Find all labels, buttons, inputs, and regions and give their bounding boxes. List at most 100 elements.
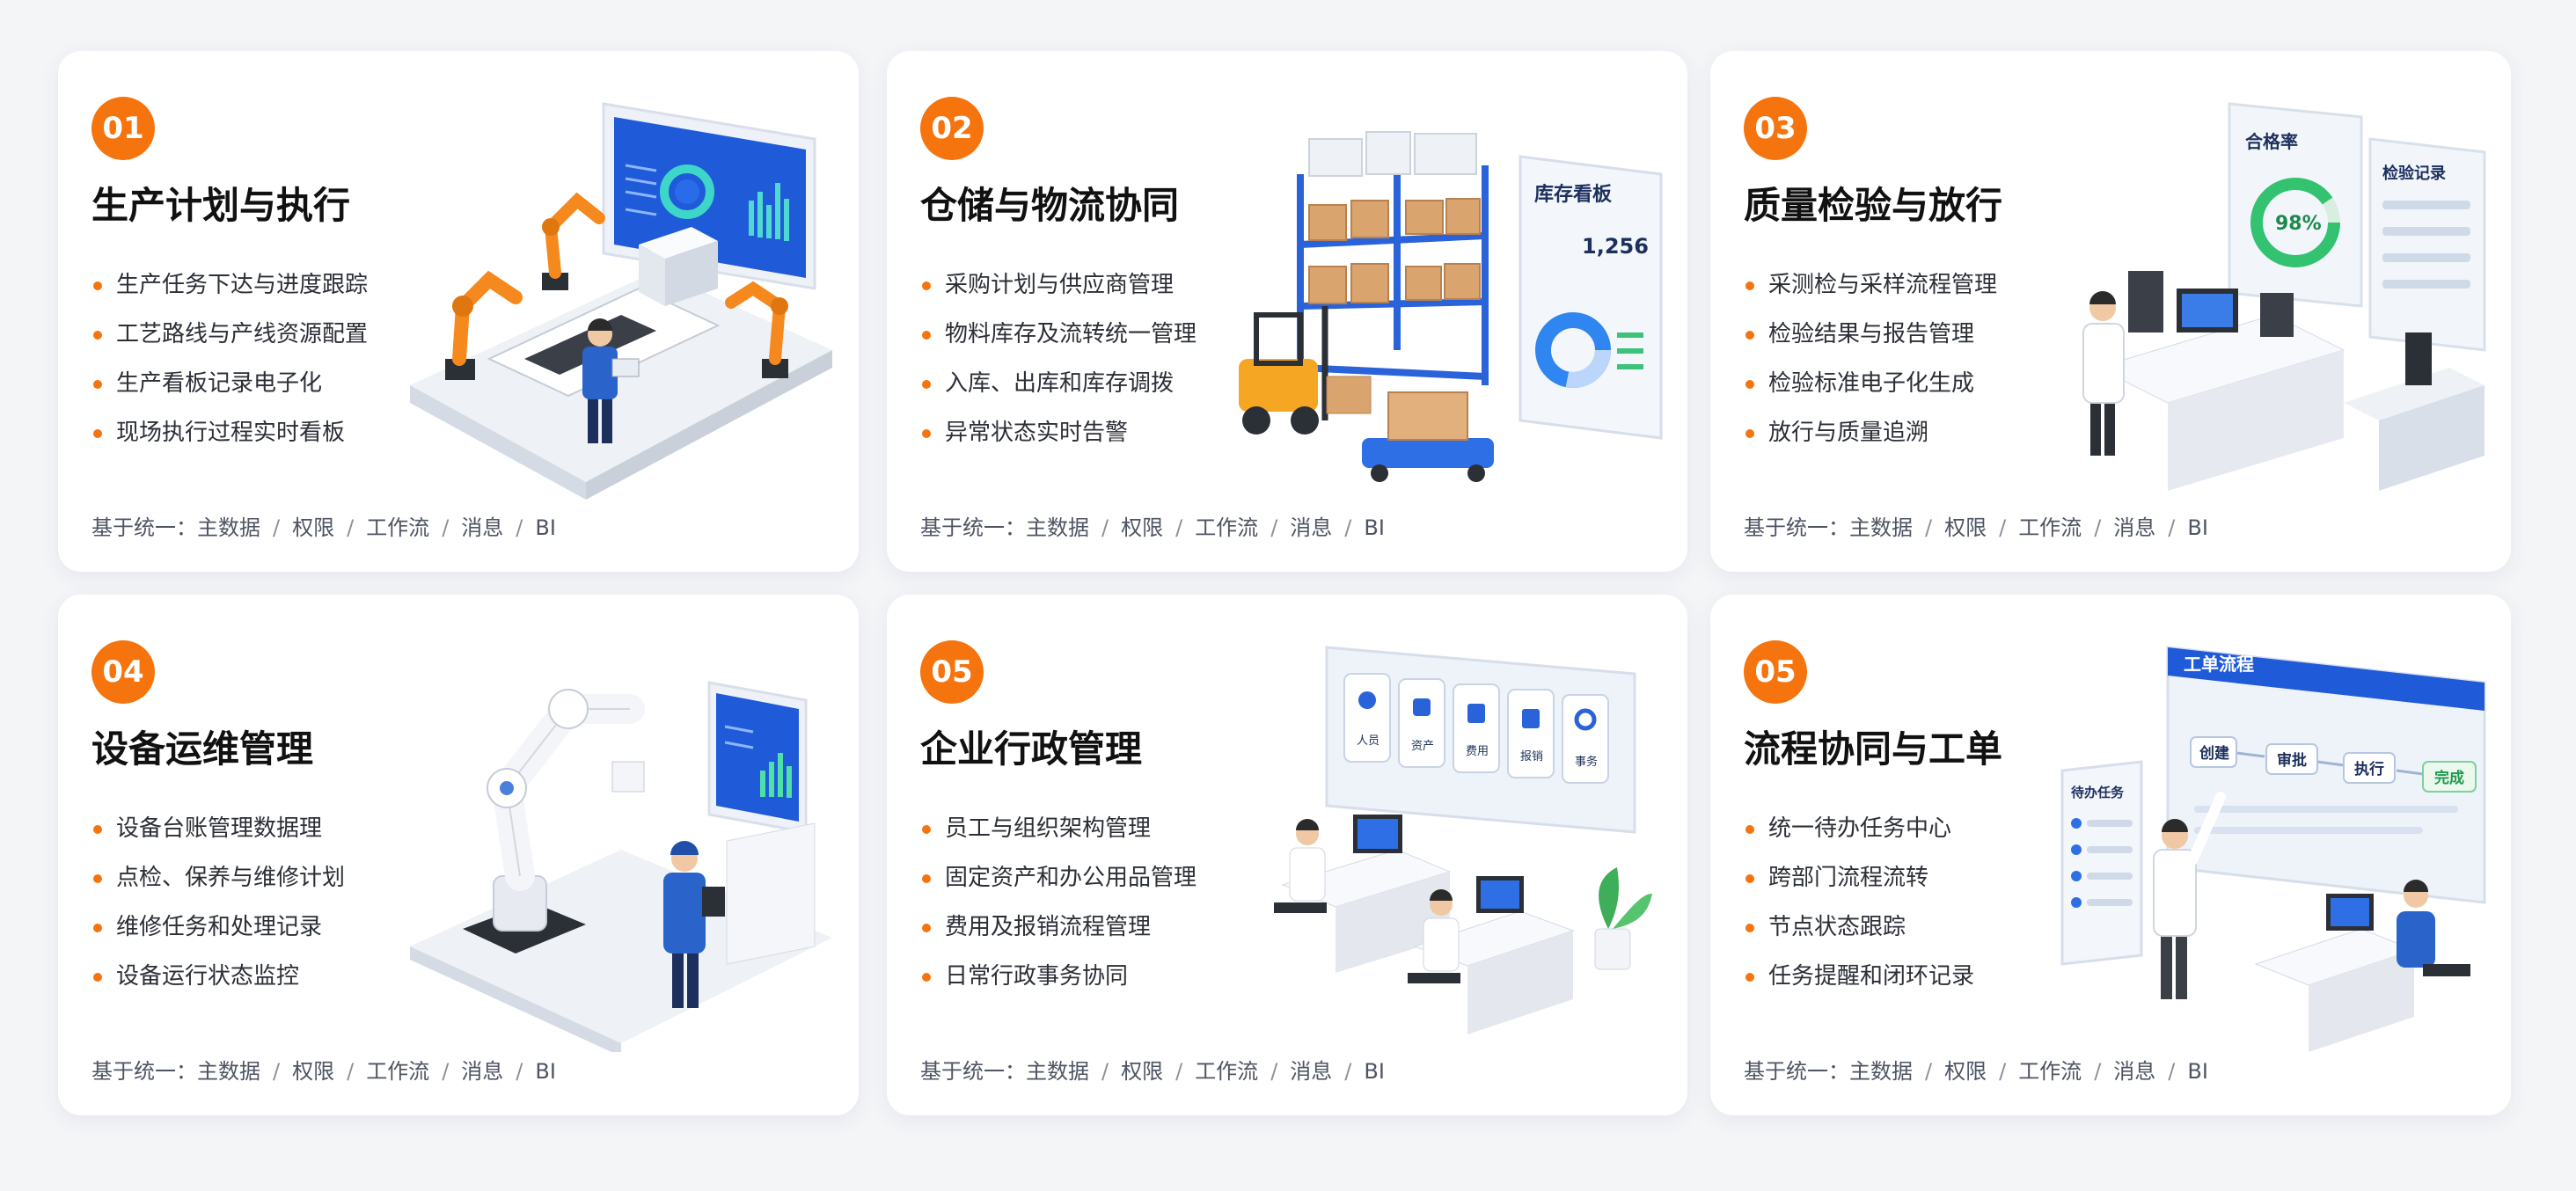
bullet-dot-icon <box>922 825 931 834</box>
factory-robot-arms-illustration <box>410 102 832 500</box>
bullet-dot-icon <box>93 331 102 340</box>
card-footer: 基于统一：主数据/权限/工作流/消息/BI <box>1744 1059 2208 1084</box>
card-footer: 基于统一：主数据/权限/工作流/消息/BI <box>91 1059 556 1084</box>
feature-item: 点检、保养与维修计划 <box>93 853 345 902</box>
card-footer: 基于统一：主数据/权限/工作流/消息/BI <box>920 1059 1385 1084</box>
workflow-ticket-illustration: 工单流程 创建 审批 执行 完成 待办任务 <box>2060 646 2486 1052</box>
feature-item: 放行与质量追溯 <box>1745 408 1997 457</box>
bullet-dot-icon <box>1745 874 1754 883</box>
office-admin-illustration: 人员 资产 费用 报销 事务 <box>1274 646 1652 1034</box>
feature-item: 任务提醒和闭环记录 <box>1745 952 1974 1001</box>
card-title: 设备运维管理 <box>91 727 314 771</box>
bullet-dot-icon <box>1745 825 1754 834</box>
admin-tile-label: 人员 <box>1357 734 1379 748</box>
bullet-dot-icon <box>1745 924 1754 932</box>
card-number-badge: 05 <box>1744 640 1807 704</box>
module-card-administration[interactable]: 05 企业行政管理 员工与组织架构管理 固定资产和办公用品管理 费用及报销流程管… <box>887 595 1687 1115</box>
feature-item: 设备台账管理数据理 <box>93 804 345 853</box>
bullet-dot-icon <box>922 874 931 883</box>
feature-item: 物料库存及流转统一管理 <box>922 310 1197 359</box>
flow-node-label: 完成 <box>2434 769 2464 787</box>
feature-item: 采购计划与供应商管理 <box>922 260 1197 310</box>
bullet-dot-icon <box>93 281 102 290</box>
card-footer: 基于统一：主数据/权限/工作流/消息/BI <box>1744 515 2208 540</box>
card-number-badge: 05 <box>920 640 984 704</box>
todo-panel-title: 待办任务 <box>2071 785 2125 800</box>
feature-item: 生产任务下达与进度跟踪 <box>93 260 368 310</box>
card-title: 企业行政管理 <box>920 727 1143 771</box>
inspection-records-label: 检验记录 <box>2382 164 2446 183</box>
feature-list: 采购计划与供应商管理 物料库存及流转统一管理 入库、出库和库存调拨 异常状态实时… <box>922 260 1197 457</box>
feature-item: 设备运行状态监控 <box>93 952 345 1001</box>
feature-list: 统一待办任务中心 跨部门流程流转 节点状态跟踪 任务提醒和闭环记录 <box>1745 804 1974 1001</box>
card-number-badge: 03 <box>1744 97 1807 160</box>
admin-tile-label: 报销 <box>1520 750 1543 764</box>
module-card-quality[interactable]: 03 质量检验与放行 采测检与采样流程管理 检验结果与报告管理 检验标准电子化生… <box>1710 51 2511 572</box>
feature-item: 检验结果与报告管理 <box>1745 310 1997 359</box>
card-title: 仓储与物流协同 <box>920 184 1180 227</box>
module-card-production[interactable]: 01 生产计划与执行 生产任务下达与进度跟踪 工艺路线与产线资源配置 生产看板记… <box>58 51 859 572</box>
admin-tile-label: 资产 <box>1411 740 1434 753</box>
card-title: 质量检验与放行 <box>1744 184 2003 227</box>
bullet-dot-icon <box>922 429 931 438</box>
admin-tile-label: 费用 <box>1466 745 1489 758</box>
equipment-maintenance-illustration <box>410 681 832 1052</box>
feature-item: 跨部门流程流转 <box>1745 853 1974 902</box>
feature-item: 员工与组织架构管理 <box>922 804 1197 853</box>
feature-item: 节点状态跟踪 <box>1745 902 1974 952</box>
card-footer: 基于统一：主数据/权限/工作流/消息/BI <box>91 515 556 540</box>
bullet-dot-icon <box>1745 973 1754 982</box>
flow-node-label: 审批 <box>2277 751 2307 770</box>
bullet-dot-icon <box>93 973 102 982</box>
feature-item: 固定资产和办公用品管理 <box>922 853 1197 902</box>
module-card-warehouse[interactable]: 02 仓储与物流协同 采购计划与供应商管理 物料库存及流转统一管理 入库、出库和… <box>887 51 1687 572</box>
quality-lab-illustration: 合格率 98% 检验记录 <box>2082 102 2486 491</box>
inventory-board-title: 库存看板 <box>1534 183 1613 206</box>
feature-item: 现场执行过程实时看板 <box>93 408 368 457</box>
feature-list: 生产任务下达与进度跟踪 工艺路线与产线资源配置 生产看板记录电子化 现场执行过程… <box>93 260 368 457</box>
flow-node-label: 执行 <box>2354 760 2384 778</box>
feature-item: 费用及报销流程管理 <box>922 902 1197 952</box>
card-number-badge: 01 <box>91 97 155 160</box>
card-title: 流程协同与工单 <box>1744 727 2003 771</box>
feature-list: 设备台账管理数据理 点检、保养与维修计划 维修任务和处理记录 设备运行状态监控 <box>93 804 345 1001</box>
feature-item: 生产看板记录电子化 <box>93 359 368 408</box>
card-footer: 基于统一：主数据/权限/工作流/消息/BI <box>920 515 1385 540</box>
bullet-dot-icon <box>93 380 102 389</box>
bullet-dot-icon <box>93 825 102 834</box>
bullet-dot-icon <box>1745 331 1754 340</box>
warehouse-forklift-illustration: 库存看板 1,256 <box>1239 131 1663 482</box>
bullet-dot-icon <box>1745 380 1754 389</box>
bullet-dot-icon <box>93 874 102 883</box>
bullet-dot-icon <box>922 380 931 389</box>
feature-list: 员工与组织架构管理 固定资产和办公用品管理 费用及报销流程管理 日常行政事务协同 <box>922 804 1197 1001</box>
bullet-dot-icon <box>922 281 931 290</box>
card-title: 生产计划与执行 <box>91 184 351 227</box>
feature-item: 采测检与采样流程管理 <box>1745 260 1997 310</box>
card-number-badge: 04 <box>91 640 155 704</box>
feature-item: 维修任务和处理记录 <box>93 902 345 952</box>
bullet-dot-icon <box>1745 429 1754 438</box>
module-card-equipment[interactable]: 04 设备运维管理 设备台账管理数据理 点检、保养与维修计划 维修任务和处理记录… <box>58 595 859 1115</box>
inventory-count: 1,256 <box>1582 234 1649 259</box>
bullet-dot-icon <box>1745 281 1754 290</box>
pass-rate-value: 98% <box>2275 213 2322 235</box>
workflow-board-title: 工单流程 <box>2184 654 2254 675</box>
pass-rate-label: 合格率 <box>2245 131 2298 152</box>
bullet-dot-icon <box>922 331 931 340</box>
feature-item: 异常状态实时告警 <box>922 408 1197 457</box>
module-card-workflow[interactable]: 05 流程协同与工单 统一待办任务中心 跨部门流程流转 节点状态跟踪 任务提醒和… <box>1710 595 2511 1115</box>
feature-item: 入库、出库和库存调拨 <box>922 359 1197 408</box>
bullet-dot-icon <box>93 924 102 932</box>
admin-tile-label: 事务 <box>1575 755 1598 769</box>
feature-item: 统一待办任务中心 <box>1745 804 1974 853</box>
bullet-dot-icon <box>922 924 931 932</box>
flow-node-label: 创建 <box>2199 744 2229 763</box>
bullet-dot-icon <box>922 973 931 982</box>
feature-item: 检验标准电子化生成 <box>1745 359 1997 408</box>
bullet-dot-icon <box>93 429 102 438</box>
feature-item: 工艺路线与产线资源配置 <box>93 310 368 359</box>
card-number-badge: 02 <box>920 97 984 160</box>
feature-item: 日常行政事务协同 <box>922 952 1197 1001</box>
